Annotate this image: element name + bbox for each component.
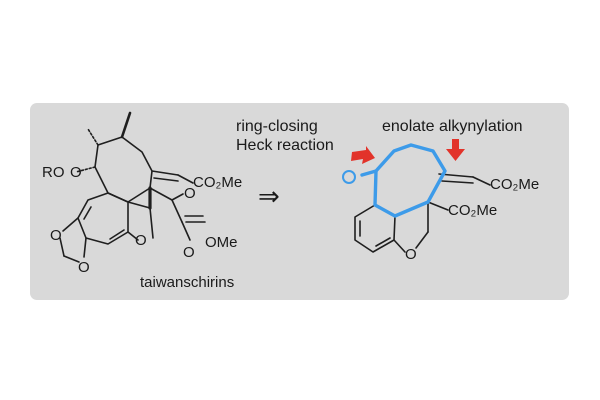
highlighted-eight-membered-ring xyxy=(360,143,447,218)
red-arrow-icon xyxy=(351,146,375,164)
carbonyl-oxygen-left: O xyxy=(183,244,195,261)
ester-label-top-left: CO₂Me xyxy=(193,174,242,191)
label-enolate-alkynylation: enolate alkynylation xyxy=(382,118,523,135)
ester-label-bottom-left: OMe xyxy=(205,234,238,251)
scheme-panel xyxy=(30,103,569,300)
ester-label-bottom-right: CO₂Me xyxy=(448,202,497,219)
dioxole-oxygen-1: O xyxy=(50,227,62,244)
ketone-oxygen-left: O xyxy=(184,185,196,202)
compound-name: taiwanschirins xyxy=(140,274,234,291)
taiwanschirin-structure xyxy=(59,111,206,263)
dioxole-oxygen-2: O xyxy=(78,259,90,276)
furan-oxygen-left: O xyxy=(135,232,147,249)
ketone-oxygen-right xyxy=(342,170,356,184)
ester-label-top-right: CO₂Me xyxy=(490,176,539,193)
ro-label: RO xyxy=(42,164,65,181)
label-ring-closing-line2: Heck reaction xyxy=(236,137,334,154)
oxygen-ro: O xyxy=(70,164,82,181)
red-arrow-icon-2 xyxy=(446,139,465,161)
furan-oxygen-right: O xyxy=(405,246,417,263)
retrosynthesis-arrow: ⇒ xyxy=(258,181,280,211)
label-ring-closing-line1: ring-closing xyxy=(236,118,318,135)
